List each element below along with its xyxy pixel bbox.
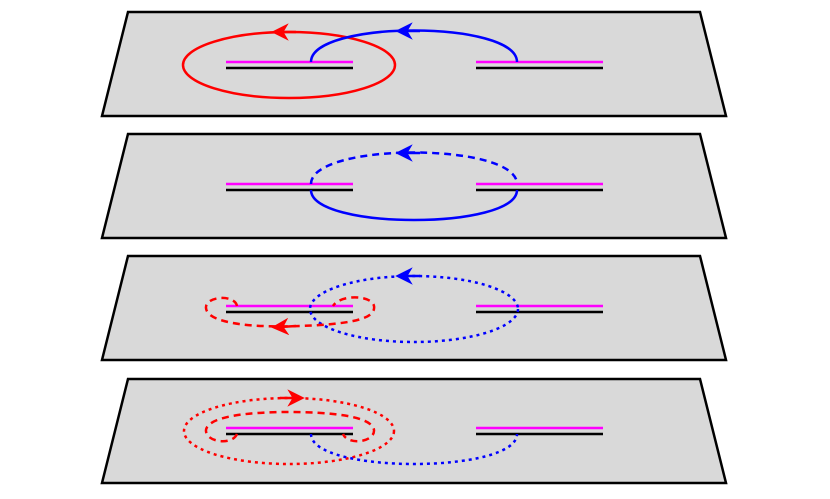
branch-cut-left bbox=[226, 60, 353, 70]
branch-cut-left bbox=[226, 182, 353, 192]
sheet-plane bbox=[100, 377, 728, 485]
sheet-plane bbox=[100, 10, 728, 118]
red-dumbbell-arrow bbox=[271, 317, 297, 336]
branch-cut-right bbox=[476, 304, 603, 314]
sheet-plane bbox=[100, 132, 728, 240]
branch-cut-right bbox=[476, 182, 603, 192]
branch-cut-left bbox=[226, 304, 353, 314]
sheet-3 bbox=[100, 254, 728, 362]
branch-cut-right bbox=[476, 60, 603, 70]
sheet-4 bbox=[100, 377, 728, 485]
sheet-1 bbox=[100, 10, 728, 118]
sheet-2 bbox=[100, 132, 728, 240]
blue-lower-arc bbox=[309, 433, 519, 466]
blue-lower-arc bbox=[309, 189, 519, 222]
branch-cut-left bbox=[226, 426, 353, 436]
branch-cut-right bbox=[476, 426, 603, 436]
sheet-plane bbox=[100, 254, 728, 362]
red-outer-loop bbox=[182, 396, 396, 466]
